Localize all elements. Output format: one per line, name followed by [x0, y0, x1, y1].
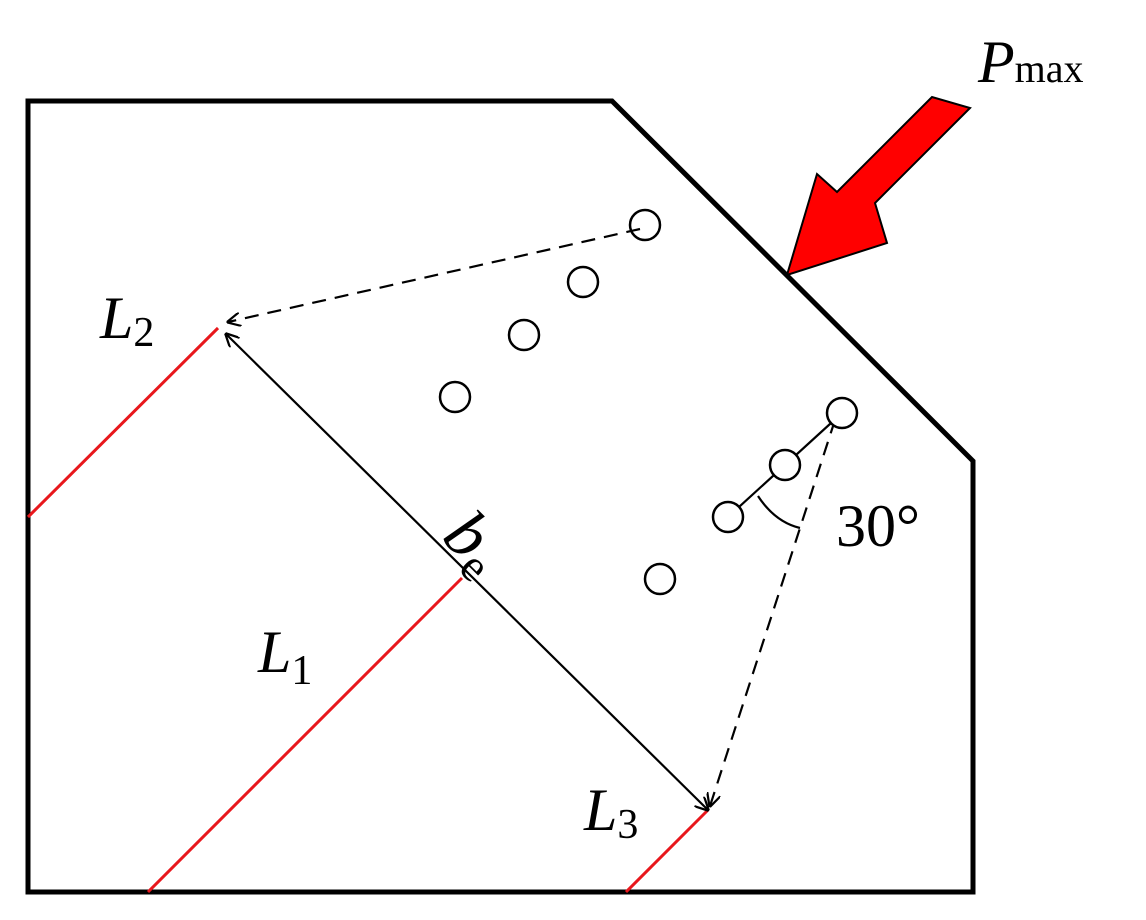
- label-l3: L3: [583, 777, 638, 848]
- bolt-hole: [566, 265, 600, 299]
- label-angle: 30°: [836, 493, 920, 559]
- label-l1: L1: [257, 619, 312, 694]
- dashed-line-top: [228, 227, 641, 322]
- failure-line-l1: [146, 576, 464, 894]
- load-arrow: [785, 95, 972, 277]
- label-l2: L2: [99, 285, 154, 356]
- failure-line-l2: [26, 326, 220, 519]
- bolt-hole: [507, 318, 541, 352]
- bolt-hole: [643, 562, 677, 596]
- be-dimension-line: [226, 334, 708, 810]
- bolt-hole: [711, 500, 745, 534]
- dashed-line-bottom: [710, 419, 837, 806]
- bolt-hole: [438, 380, 472, 414]
- label-be: be: [426, 495, 522, 591]
- failure-line-l3: [624, 808, 710, 894]
- label-pmax: Pmax: [977, 29, 1084, 95]
- bolt-hole: [768, 448, 802, 482]
- bolt-hole: [628, 208, 662, 242]
- bolt-hole: [825, 396, 859, 430]
- angle-arc: [757, 495, 801, 530]
- plate-outline: [25, 98, 976, 895]
